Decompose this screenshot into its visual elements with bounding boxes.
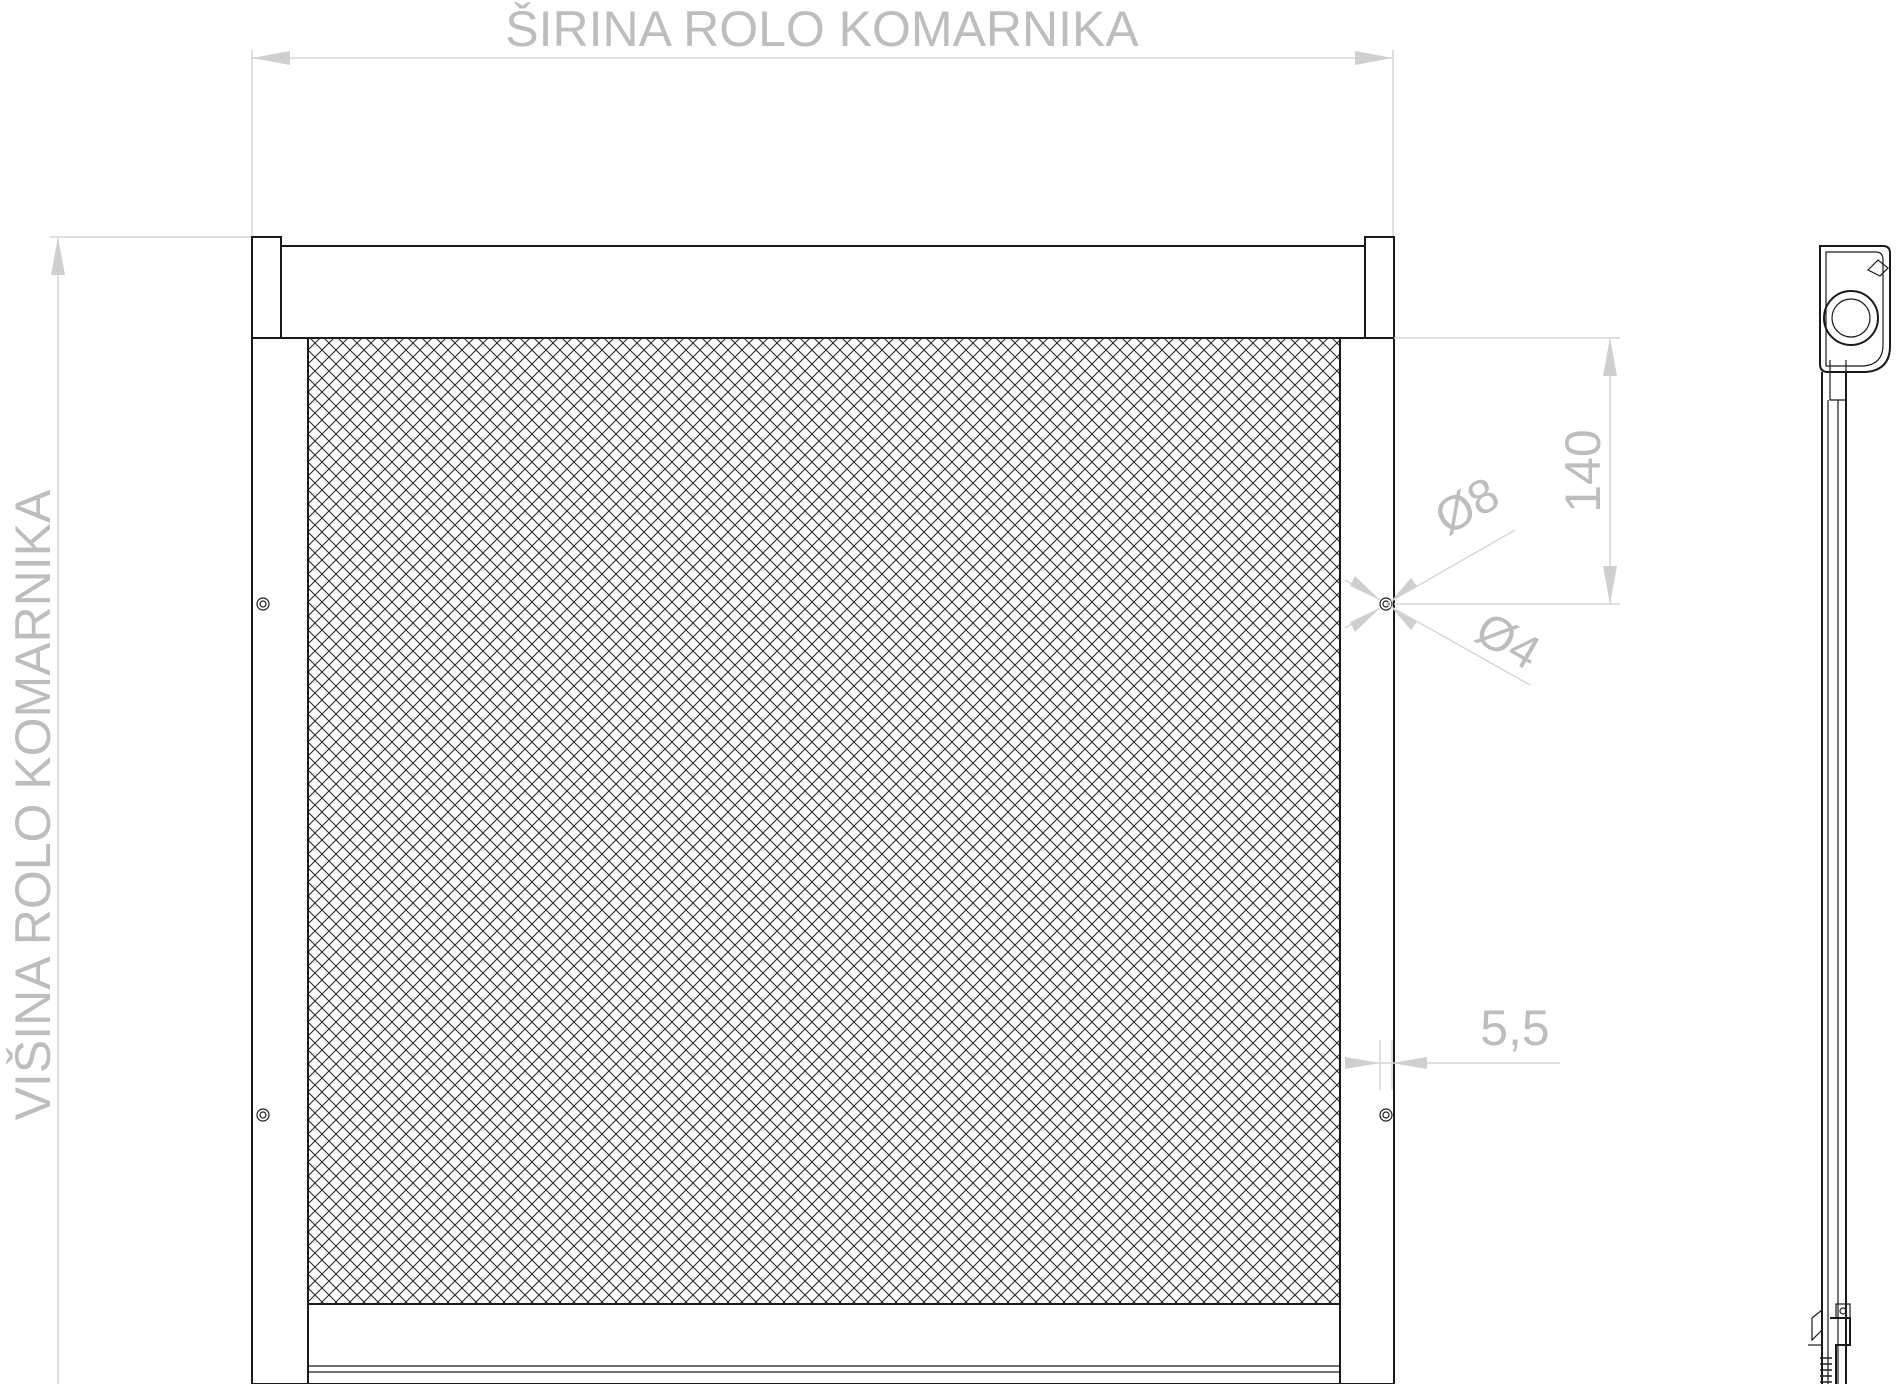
width-arrow-right: [1355, 51, 1393, 65]
dim-d8-label: Ø8: [1426, 468, 1508, 546]
mounting-screws: [256, 597, 1393, 1122]
side-profile: [1808, 245, 1891, 1384]
dim-5-5-label: 5,5: [1480, 1000, 1550, 1056]
width-dimension: ŠIRINA ROLO KOMARNIKA: [251, 1, 1394, 238]
screw-icon: [1379, 597, 1393, 611]
top-cassette: [280, 245, 1366, 339]
width-label: ŠIRINA ROLO KOMARNIKA: [505, 1, 1139, 57]
screw-icon: [1379, 1108, 1393, 1122]
height-dimension: VIŠINA ROLO KOMARNIKA: [5, 236, 252, 1384]
height-label: VIŠINA ROLO KOMARNIKA: [5, 489, 61, 1120]
hole-diameter-dimensions: Ø8 Ø4: [1344, 468, 1549, 686]
height-arrow-top: [51, 237, 65, 275]
cassette-profile: [1819, 245, 1891, 373]
cassette-end-cap-right: [1364, 236, 1395, 339]
screw-icon: [256, 1108, 270, 1122]
width-arrow-left: [252, 51, 290, 65]
dimension-140: 140: [1394, 337, 1620, 605]
bottom-bar: [307, 1303, 1341, 1384]
cassette-end-cap-left: [251, 236, 282, 339]
right-guide-rail: [1339, 337, 1395, 1384]
insect-mesh: [308, 338, 1340, 1304]
dim-d4-label: Ø4: [1467, 603, 1549, 681]
dimension-5-5: 5,5: [1345, 1000, 1560, 1090]
left-guide-rail: [251, 337, 309, 1384]
dim-140-label: 140: [1555, 429, 1611, 512]
screen-frame: [251, 236, 1395, 1384]
roller-tube: [1823, 290, 1879, 346]
screw-icon: [256, 597, 270, 611]
